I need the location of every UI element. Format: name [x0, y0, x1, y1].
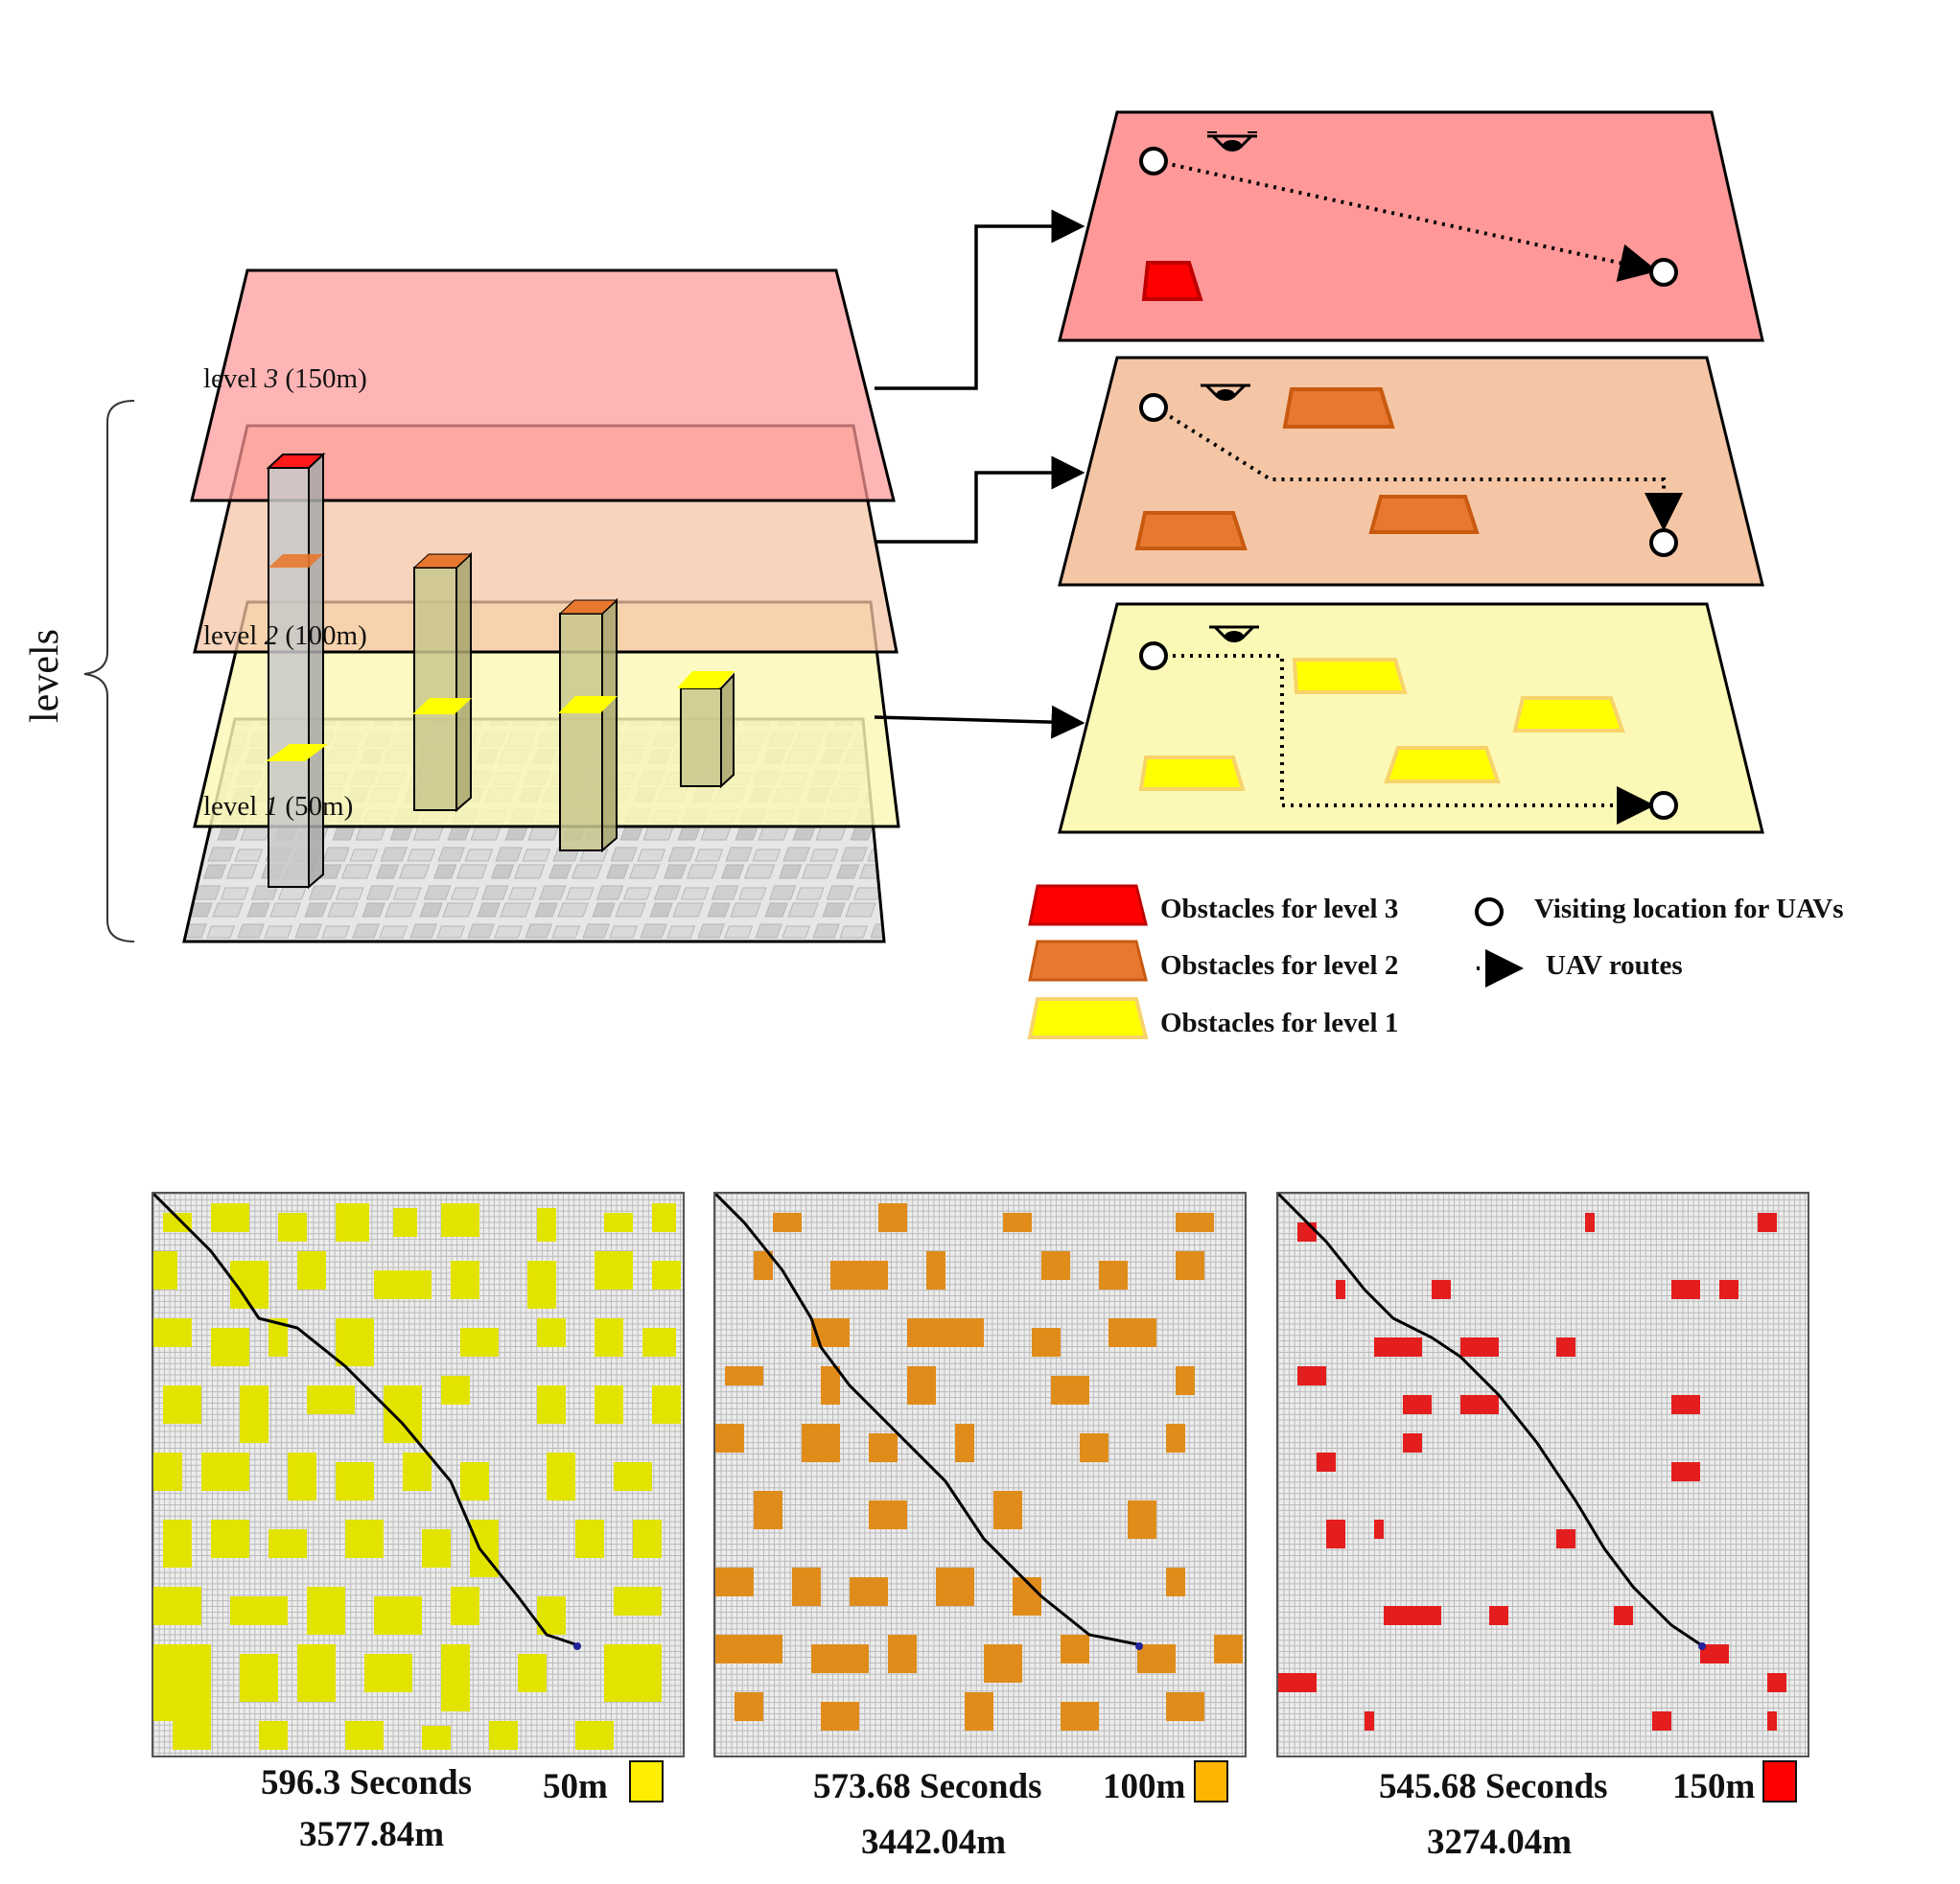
obstacle-level-1 — [1292, 658, 1408, 694]
start-location-icon — [1139, 393, 1168, 422]
building-3 — [558, 597, 618, 853]
end-location-icon — [1649, 528, 1678, 557]
route-plane-level-1 — [1058, 602, 1764, 834]
orange-trapezoid-icon — [1028, 940, 1148, 982]
end-location-icon — [1649, 791, 1678, 820]
obstacle-level-1 — [1138, 756, 1246, 791]
circle-icon — [1475, 897, 1504, 926]
result-altitude-100m: 100m — [1103, 1767, 1186, 1806]
legend-label: Visiting location for UAVs — [1534, 894, 1844, 924]
drone-icon — [1207, 131, 1257, 151]
obstacle-level-2 — [1282, 387, 1395, 429]
drone-icon — [1201, 384, 1250, 401]
start-location-icon — [1139, 147, 1168, 175]
levels-axis-label: levels — [23, 629, 67, 723]
connector-level-3 — [875, 209, 1085, 390]
red-trapezoid-icon — [1028, 884, 1148, 926]
grid-map-150m — [1276, 1192, 1809, 1757]
yellow-trapezoid-icon — [1027, 997, 1149, 1039]
legend: Obstacles for level 3 Obstacles for leve… — [1027, 884, 1844, 1039]
swatch-150m — [1762, 1760, 1797, 1803]
building-2 — [412, 551, 473, 813]
grid-map-100m — [713, 1192, 1247, 1757]
legend-label: Obstacles for level 1 — [1160, 1008, 1398, 1038]
legend-label: Obstacles for level 2 — [1160, 950, 1398, 981]
building-1 — [266, 452, 328, 890]
legend-label: UAV routes — [1546, 950, 1683, 981]
obstacle-level-1 — [1384, 746, 1501, 783]
route-plane-level-3 — [1058, 110, 1764, 342]
obstacle-level-3 — [1141, 261, 1203, 301]
legend-label: Obstacles for level 3 — [1160, 894, 1398, 924]
building-4 — [677, 671, 735, 789]
result-altitude-50m: 50m — [543, 1767, 608, 1806]
result-distance-150m: 3274.04m — [1427, 1823, 1573, 1862]
level-2-label: level 2 (100m) — [203, 620, 367, 651]
obstacle-level-1 — [1512, 696, 1625, 733]
result-distance-50m: 3577.84m — [299, 1815, 445, 1854]
result-time-100m: 573.68 Seconds — [813, 1767, 1042, 1806]
obstacle-level-2 — [1134, 511, 1248, 550]
end-location-icon — [1649, 258, 1678, 287]
route-plane-level-2 — [1058, 356, 1764, 587]
result-time-50m: 596.3 Seconds — [261, 1763, 472, 1803]
result-altitude-150m: 150m — [1672, 1767, 1756, 1806]
level-3-plane — [190, 268, 896, 502]
connector-level-1 — [874, 705, 1085, 739]
layered-airspace-diagram: levels level 3 (150m) level 2 (100m) lev… — [23, 110, 1844, 1039]
result-distance-100m: 3442.04m — [861, 1823, 1007, 1862]
levels-brace — [83, 400, 135, 942]
swatch-100m — [1194, 1760, 1228, 1803]
grid-map-50m — [152, 1192, 685, 1757]
level-1-label: level 1 (50m) — [203, 791, 353, 822]
drone-icon — [1209, 625, 1259, 642]
result-time-150m: 545.68 Seconds — [1379, 1767, 1608, 1806]
swatch-50m — [629, 1760, 664, 1803]
connector-level-2 — [875, 455, 1085, 544]
obstacle-level-2 — [1368, 495, 1480, 534]
start-location-icon — [1139, 641, 1168, 670]
level-3-label: level 3 (150m) — [203, 363, 367, 394]
